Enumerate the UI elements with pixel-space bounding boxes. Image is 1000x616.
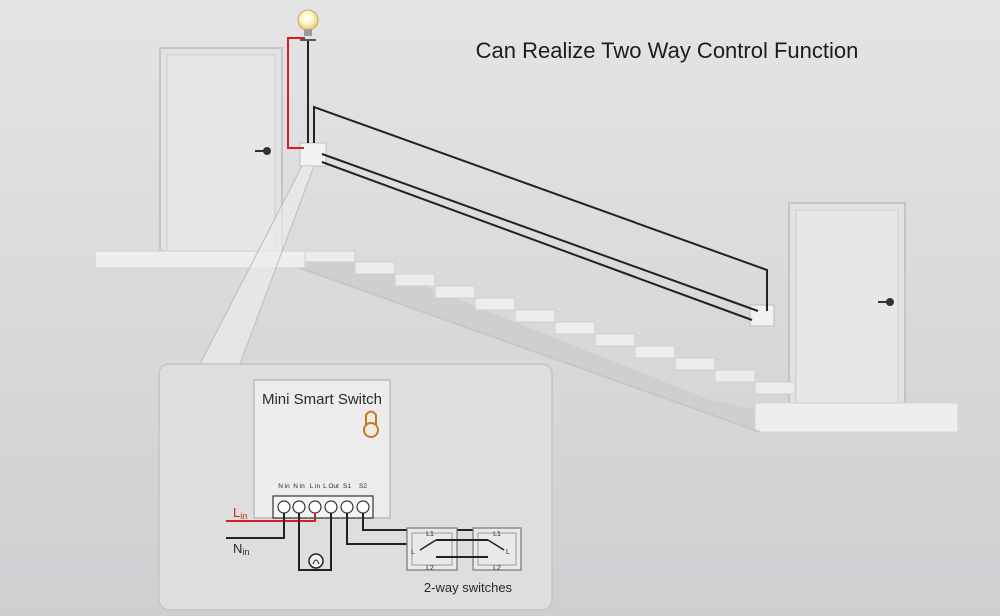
- lamp-wire: [298, 513, 332, 571]
- light-bulb-icon: [297, 9, 319, 41]
- callout-wedge: [200, 166, 314, 364]
- switch1-contact-l: L: [411, 549, 415, 556]
- lower-door: [788, 202, 906, 406]
- neutral-label: Nin: [233, 541, 249, 557]
- module-name: Mini Smart Switch: [262, 391, 382, 408]
- wiring-house: [307, 40, 768, 321]
- light-bulb-icon: [308, 553, 324, 569]
- line-label: Lin: [233, 505, 247, 521]
- door-handle-icon: [878, 298, 894, 306]
- switches-label: 2-way switches: [424, 580, 513, 595]
- lower-wall-switch: [749, 304, 775, 327]
- staircase: [94, 250, 959, 433]
- switch1-contact-l1: L1: [426, 531, 434, 538]
- two-way-switch-2: L1 L2 L: [472, 527, 522, 572]
- live-wire-house: [287, 37, 305, 149]
- upper-door: [159, 47, 283, 252]
- terminal-label-s2: S2: [359, 483, 367, 490]
- neutral-wire: [226, 513, 285, 539]
- switch2-contact-l: L: [506, 549, 510, 556]
- terminal-label-n-in-1: N in: [278, 483, 290, 490]
- terminal-label-l-in: L in: [310, 483, 321, 490]
- mini-switch-module: [253, 379, 391, 519]
- s1-wire: [346, 513, 410, 545]
- switch2-contact-l1: L1: [493, 531, 501, 538]
- door-handle-icon: [255, 147, 271, 155]
- touch-icon: [363, 410, 379, 438]
- terminal-label-l-out: L Out: [323, 483, 339, 490]
- switch2-contact-l2: L2: [493, 565, 501, 572]
- live-wire-panel: [226, 513, 316, 522]
- diagram-title: Can Realize Two Way Control Function: [476, 38, 859, 63]
- terminal-label-n-in-2: N in: [293, 483, 305, 490]
- switch1-contact-l2: L2: [426, 565, 434, 572]
- two-way-switch-1: L1 L2 L: [406, 527, 458, 572]
- terminal-label-s1: S1: [343, 483, 351, 490]
